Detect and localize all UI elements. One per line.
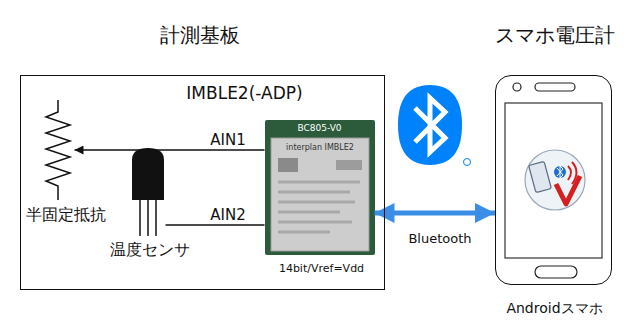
part-name: 半固定抵抗 [26, 205, 106, 224]
phone-caption: Androidスマホ [506, 300, 602, 317]
board-box: 半固定抵抗温度センサIMBLE2(-ADP)BC805-V014bit/Vref… [20, 75, 385, 290]
phone-picture [505, 83, 602, 278]
signal-wire [75, 149, 265, 151]
phone-box: スマホ電圧計Androidスマホ [495, 75, 612, 285]
bluetooth-logo [398, 85, 471, 166]
module-box: IMBLE2(-ADP)BC805-V014bit/Vref=Vdd [265, 120, 375, 255]
resistor-part: 半固定抵抗 [45, 100, 75, 200]
adc-spec: 14bit/Vref=Vdd [279, 262, 364, 275]
resistor-symbol [46, 100, 70, 200]
connector-label: Bluetooth [408, 231, 471, 247]
module-picture [265, 120, 375, 255]
connector-label: AIN2 [210, 206, 245, 224]
signal-wire [166, 224, 265, 226]
sensor-part: 温度センサ [130, 148, 166, 236]
phone-title: スマホ電圧計 [495, 23, 615, 47]
module-name: IMBLE2(-ADP) [186, 83, 302, 103]
board-title: 計測基板 [160, 23, 240, 47]
sensor-symbol [132, 148, 164, 236]
radio-link [375, 211, 496, 216]
module-marking: interplan IMBLE2 [286, 143, 354, 153]
part-name: 温度センサ [110, 240, 190, 259]
module-marking: BC805-V0 [297, 123, 341, 134]
connector-label: AIN1 [210, 131, 245, 149]
